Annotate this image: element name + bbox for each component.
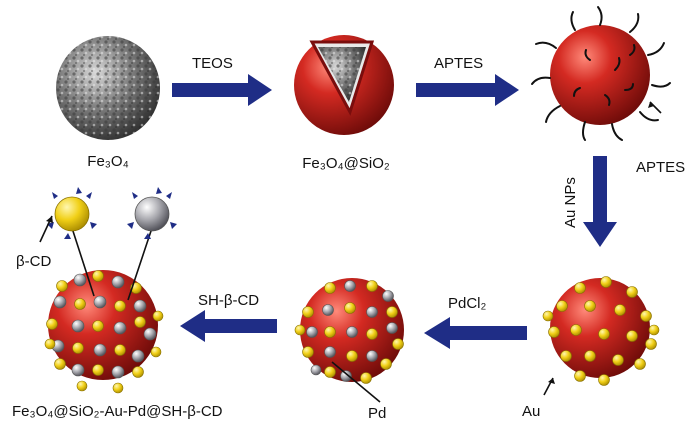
arrow-sh-b-cd [180,310,277,342]
step-label-au-nps: Au NPs [562,177,579,228]
step-label-sh-b-cd: SH-β-CD [198,292,260,309]
pd-np-zoom [127,187,177,301]
arrow-teos [172,74,272,106]
arrow-au-nps [583,156,617,247]
step-label-aptes: APTES [434,55,484,72]
label-fe3o4: Fe₃O₄ [87,153,129,170]
gold-np-zoom [47,187,97,297]
annotation-b-cd: β-CD [16,253,52,270]
label-final-product: Fe₃O₄@SiO₂-Au-Pd@SH-β-CD [12,403,223,420]
annotation-pd: Pd [368,405,387,422]
final-particle [44,270,164,394]
au-pd-particle [294,278,404,403]
b-cd-pointer [39,215,53,243]
fe3o4-sio2-particle [294,35,394,135]
fe3o4-particle [56,36,160,140]
aptes-particle [531,6,671,141]
arrow-pdcl2 [424,317,527,349]
annotation-aptes: APTES [636,159,686,176]
label-fe3o4-sio2: Fe₃O₄@SiO₂ [302,155,390,172]
au-particle [542,276,660,396]
step-label-pdcl2: PdCl₂ [448,295,487,312]
step-label-teos: TEOS [192,55,233,72]
annotation-au: Au [522,403,541,420]
arrow-aptes [416,74,519,106]
